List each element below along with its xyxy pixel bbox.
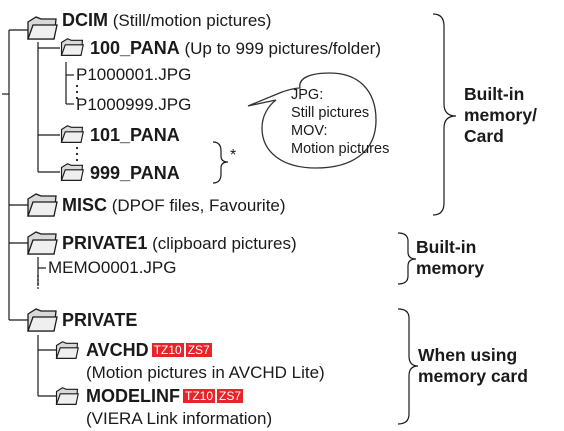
folder-icon (55, 341, 79, 359)
folder-name: PRIVATE (62, 310, 138, 330)
folder-description: (DPOF files, Favourite) (111, 196, 286, 215)
file-first: P1000001.JPG (76, 65, 192, 84)
label-builtin-card-line1: Built-in (464, 84, 525, 104)
folder-101-pana: 101_PANA (90, 125, 180, 146)
folder-private1: PRIVATE1 (clipboard pictures) (62, 233, 297, 254)
folder-private: PRIVATE (62, 310, 137, 331)
folder-999-pana: 999_PANA (90, 163, 180, 184)
bubble-jpg-desc: Still pictures (291, 105, 370, 121)
folder-icon (60, 38, 84, 56)
bubble-mov-label: MOV: (291, 123, 328, 139)
label-builtin-line1: Built-in (416, 237, 477, 257)
folder-name: 101_PANA (90, 125, 180, 145)
folder-name: AVCHD (86, 340, 149, 360)
folder-description: (Up to 999 pictures/folder) (184, 39, 381, 58)
folder-icon (27, 16, 58, 40)
model-badge-tz10: TZ10 (151, 343, 184, 357)
folder-misc: MISC (DPOF files, Favourite) (62, 195, 286, 216)
label-builtin-line2: memory (416, 258, 485, 278)
footnote-asterisk: * (230, 147, 237, 164)
folder-name: 999_PANA (90, 163, 180, 183)
model-badge-zs7: ZS7 (217, 389, 244, 403)
folder-name: MISC (62, 195, 107, 215)
bubble-jpg-label: JPG: (291, 87, 324, 103)
label-builtin-card-line2: memory/ (464, 105, 537, 125)
folder-name: PRIVATE1 (62, 233, 148, 253)
label-memcard-line2: memory card (418, 366, 528, 386)
folder-name: DCIM (62, 10, 108, 30)
folder-name: 100_PANA (90, 38, 180, 58)
folder-description: (Still/motion pictures) (112, 11, 272, 30)
folder-dcim: DCIM (Still/motion pictures) (62, 10, 271, 31)
label-memcard-line1: When using (418, 345, 518, 365)
folder-name: MODELINF (86, 386, 180, 406)
folder-icon (27, 308, 58, 332)
folder-icon (27, 193, 58, 217)
model-badge-zs7: ZS7 (185, 343, 212, 357)
model-badge-tz10: TZ10 (183, 389, 216, 403)
folder-description: (VIERA Link information) (86, 409, 273, 428)
folder-icon (60, 125, 84, 143)
folder-100-pana: 100_PANA (Up to 999 pictures/folder) (90, 38, 381, 59)
bubble-mov-desc: Motion pictures (291, 141, 390, 157)
folder-icon (55, 387, 79, 405)
folder-icon (60, 163, 84, 181)
label-builtin-card-line3: Card (464, 126, 504, 146)
file-last: P1000999.JPG (76, 95, 192, 114)
folder-description: (Motion pictures in AVCHD Lite) (86, 363, 325, 382)
folder-icon (27, 231, 58, 255)
folder-description: (clipboard pictures) (152, 234, 297, 253)
file-memo: MEMO0001.JPG (48, 258, 177, 277)
